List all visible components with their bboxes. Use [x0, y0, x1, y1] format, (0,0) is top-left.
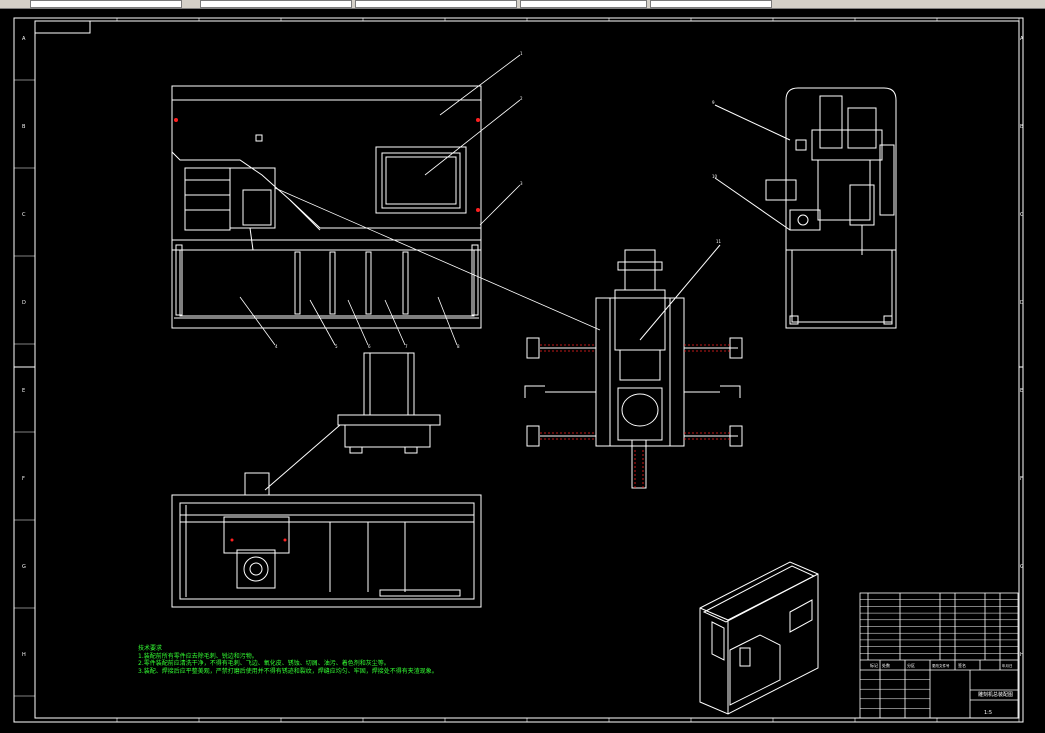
row-mark-label: C: [22, 212, 26, 218]
drawing-frame: [34, 20, 1020, 719]
frame-marks: A A B B C C D D E E F F G G H H: [14, 18, 1024, 722]
front-view-red-marks: [174, 118, 480, 212]
row-mark-label: B: [22, 124, 26, 130]
spindle-detail: [524, 244, 743, 489]
header-cell-3: 分区: [907, 662, 915, 668]
corner-tag: [34, 20, 91, 34]
row-mark-label: A: [22, 36, 26, 42]
balloon-label: 8: [457, 344, 460, 349]
title-block-text: 雕刻机总装配图 1:5 标记 处数 分区 更改文件号 签名 年月日: [870, 662, 1013, 716]
top-view-red-marks: [230, 538, 287, 542]
toolbar-field-3[interactable]: [355, 0, 517, 8]
row-mark-label: A: [1020, 36, 1024, 42]
top-view: [171, 472, 482, 608]
toolbar-field-5[interactable]: [650, 0, 772, 8]
side-view: [714, 87, 897, 329]
detail-balloons: 11: [716, 239, 722, 244]
isometric-view: [699, 561, 819, 715]
toolbar-field-4[interactable]: [520, 0, 647, 8]
drawing-canvas[interactable]: A A B B C C D D E E F F G G H H: [0, 8, 1045, 733]
notes-line-3: 3.装配、焊接后应平整美观，严禁打磨后使用并不得有锈迹和裂纹，焊缝应均匀、牢固，…: [138, 667, 438, 675]
balloon-label: 6: [368, 344, 371, 349]
notes-title: 技术要求: [138, 645, 163, 652]
side-view-balloons: 9 10: [712, 100, 718, 179]
title-block: [859, 592, 1019, 719]
balloon-label: 11: [716, 239, 722, 244]
notes-line-1: 1.装配前所有零件应去除毛刺、锐边和污物。: [138, 652, 258, 660]
cad-toolbar: [0, 0, 1045, 9]
row-mark-label: G: [22, 564, 26, 570]
row-mark-label: C: [1020, 212, 1024, 218]
header-cell-5: 签名: [958, 662, 966, 668]
row-mark-label: D: [22, 300, 26, 306]
header-cell-2: 处数: [882, 662, 890, 668]
balloon-label: 10: [712, 174, 718, 179]
row-mark-label: F: [22, 476, 25, 482]
row-mark-label: H: [22, 652, 26, 658]
front-view-leaders: [239, 54, 601, 346]
balloon-label: 7: [405, 344, 408, 349]
row-mark-label: B: [1020, 124, 1024, 130]
balloon-label: 2: [520, 96, 523, 101]
balloon-label: 3: [520, 181, 523, 186]
balloon-label: 5: [335, 344, 338, 349]
scale-value: 1:5: [984, 710, 992, 716]
row-mark-label: E: [22, 388, 25, 394]
toolbar-field-1[interactable]: [30, 0, 182, 8]
header-cell-4: 更改文件号: [932, 663, 950, 668]
title-block-rows: [860, 599, 1018, 709]
row-mark-label: E: [1020, 388, 1023, 394]
balloon-label: 1: [520, 51, 523, 56]
row-mark-label: H: [1020, 652, 1024, 658]
technical-notes: 技术要求 1.装配前所有零件应去除毛刺、锐边和污物。 2.零件装配前应清洗干净，…: [138, 645, 438, 675]
spindle-red-rods: [540, 344, 730, 488]
sheet-border: [13, 17, 1024, 723]
row-mark-label: F: [1020, 476, 1023, 482]
row-mark-label: D: [1020, 300, 1024, 306]
balloon-label: 9: [712, 100, 715, 105]
header-cell-6: 年月日: [1002, 663, 1013, 668]
front-view-balloons: 1 2 3 4 5 6 7 8: [275, 51, 523, 349]
row-mark-label: G: [1020, 564, 1024, 570]
drawing-title: 雕刻机总装配图: [978, 691, 1013, 698]
header-cell-1: 标记: [870, 662, 878, 668]
notes-line-2: 2.零件装配前应清洗干净，不得有毛刺、飞边、氧化皮、锈蚀、切屑、油污、着色剂和灰…: [138, 660, 390, 668]
balloon-label: 4: [275, 344, 278, 349]
display-panel: [375, 146, 467, 214]
toolbar-field-2[interactable]: [200, 0, 352, 8]
front-view: [171, 85, 482, 329]
motor-detail: [264, 352, 441, 491]
